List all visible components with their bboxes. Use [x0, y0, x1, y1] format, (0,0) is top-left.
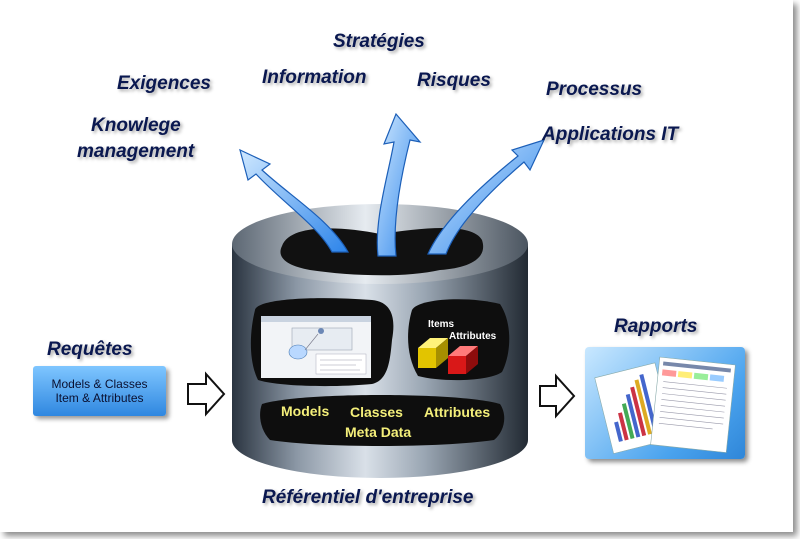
cylinder-attributes-small-label: Attributes	[449, 331, 497, 342]
flow-arrows	[239, 112, 546, 257]
label-knowledge-line1: Knowlege	[91, 115, 181, 136]
label-exigences: Exigences	[117, 73, 211, 94]
label-information: Information	[262, 67, 367, 88]
label-applications-it: Applications IT	[542, 124, 679, 145]
output-arrow-icon	[539, 373, 576, 419]
cylinder-attributes-label: Attributes	[424, 404, 491, 420]
cylinder-metadata-label: Meta Data	[345, 424, 412, 440]
cube-yellow-icon	[418, 338, 448, 368]
cylinder-models-label: Models	[281, 403, 330, 419]
label-referentiel: Référentiel d'entreprise	[262, 487, 474, 508]
label-requetes: Requêtes	[47, 339, 133, 360]
label-processus: Processus	[546, 79, 643, 100]
model-screenshot-image	[261, 316, 371, 378]
report-document-icon	[594, 356, 736, 454]
requetes-line2: Item & Attributes	[55, 391, 144, 405]
requetes-box: Models & Classes Item & Attributes	[33, 366, 166, 416]
cube-red-icon	[448, 346, 478, 374]
label-knowledge-line2: management	[77, 141, 195, 162]
input-arrow-icon	[187, 371, 226, 417]
cylinder-items-label: Items	[428, 319, 455, 330]
label-risques: Risques	[417, 70, 491, 91]
requetes-line1: Models & Classes	[51, 377, 148, 391]
label-strategies: Stratégies	[333, 31, 425, 52]
rapports-box	[585, 347, 745, 459]
cylinder-classes-label: Classes	[350, 404, 403, 420]
label-rapports: Rapports	[614, 316, 698, 337]
